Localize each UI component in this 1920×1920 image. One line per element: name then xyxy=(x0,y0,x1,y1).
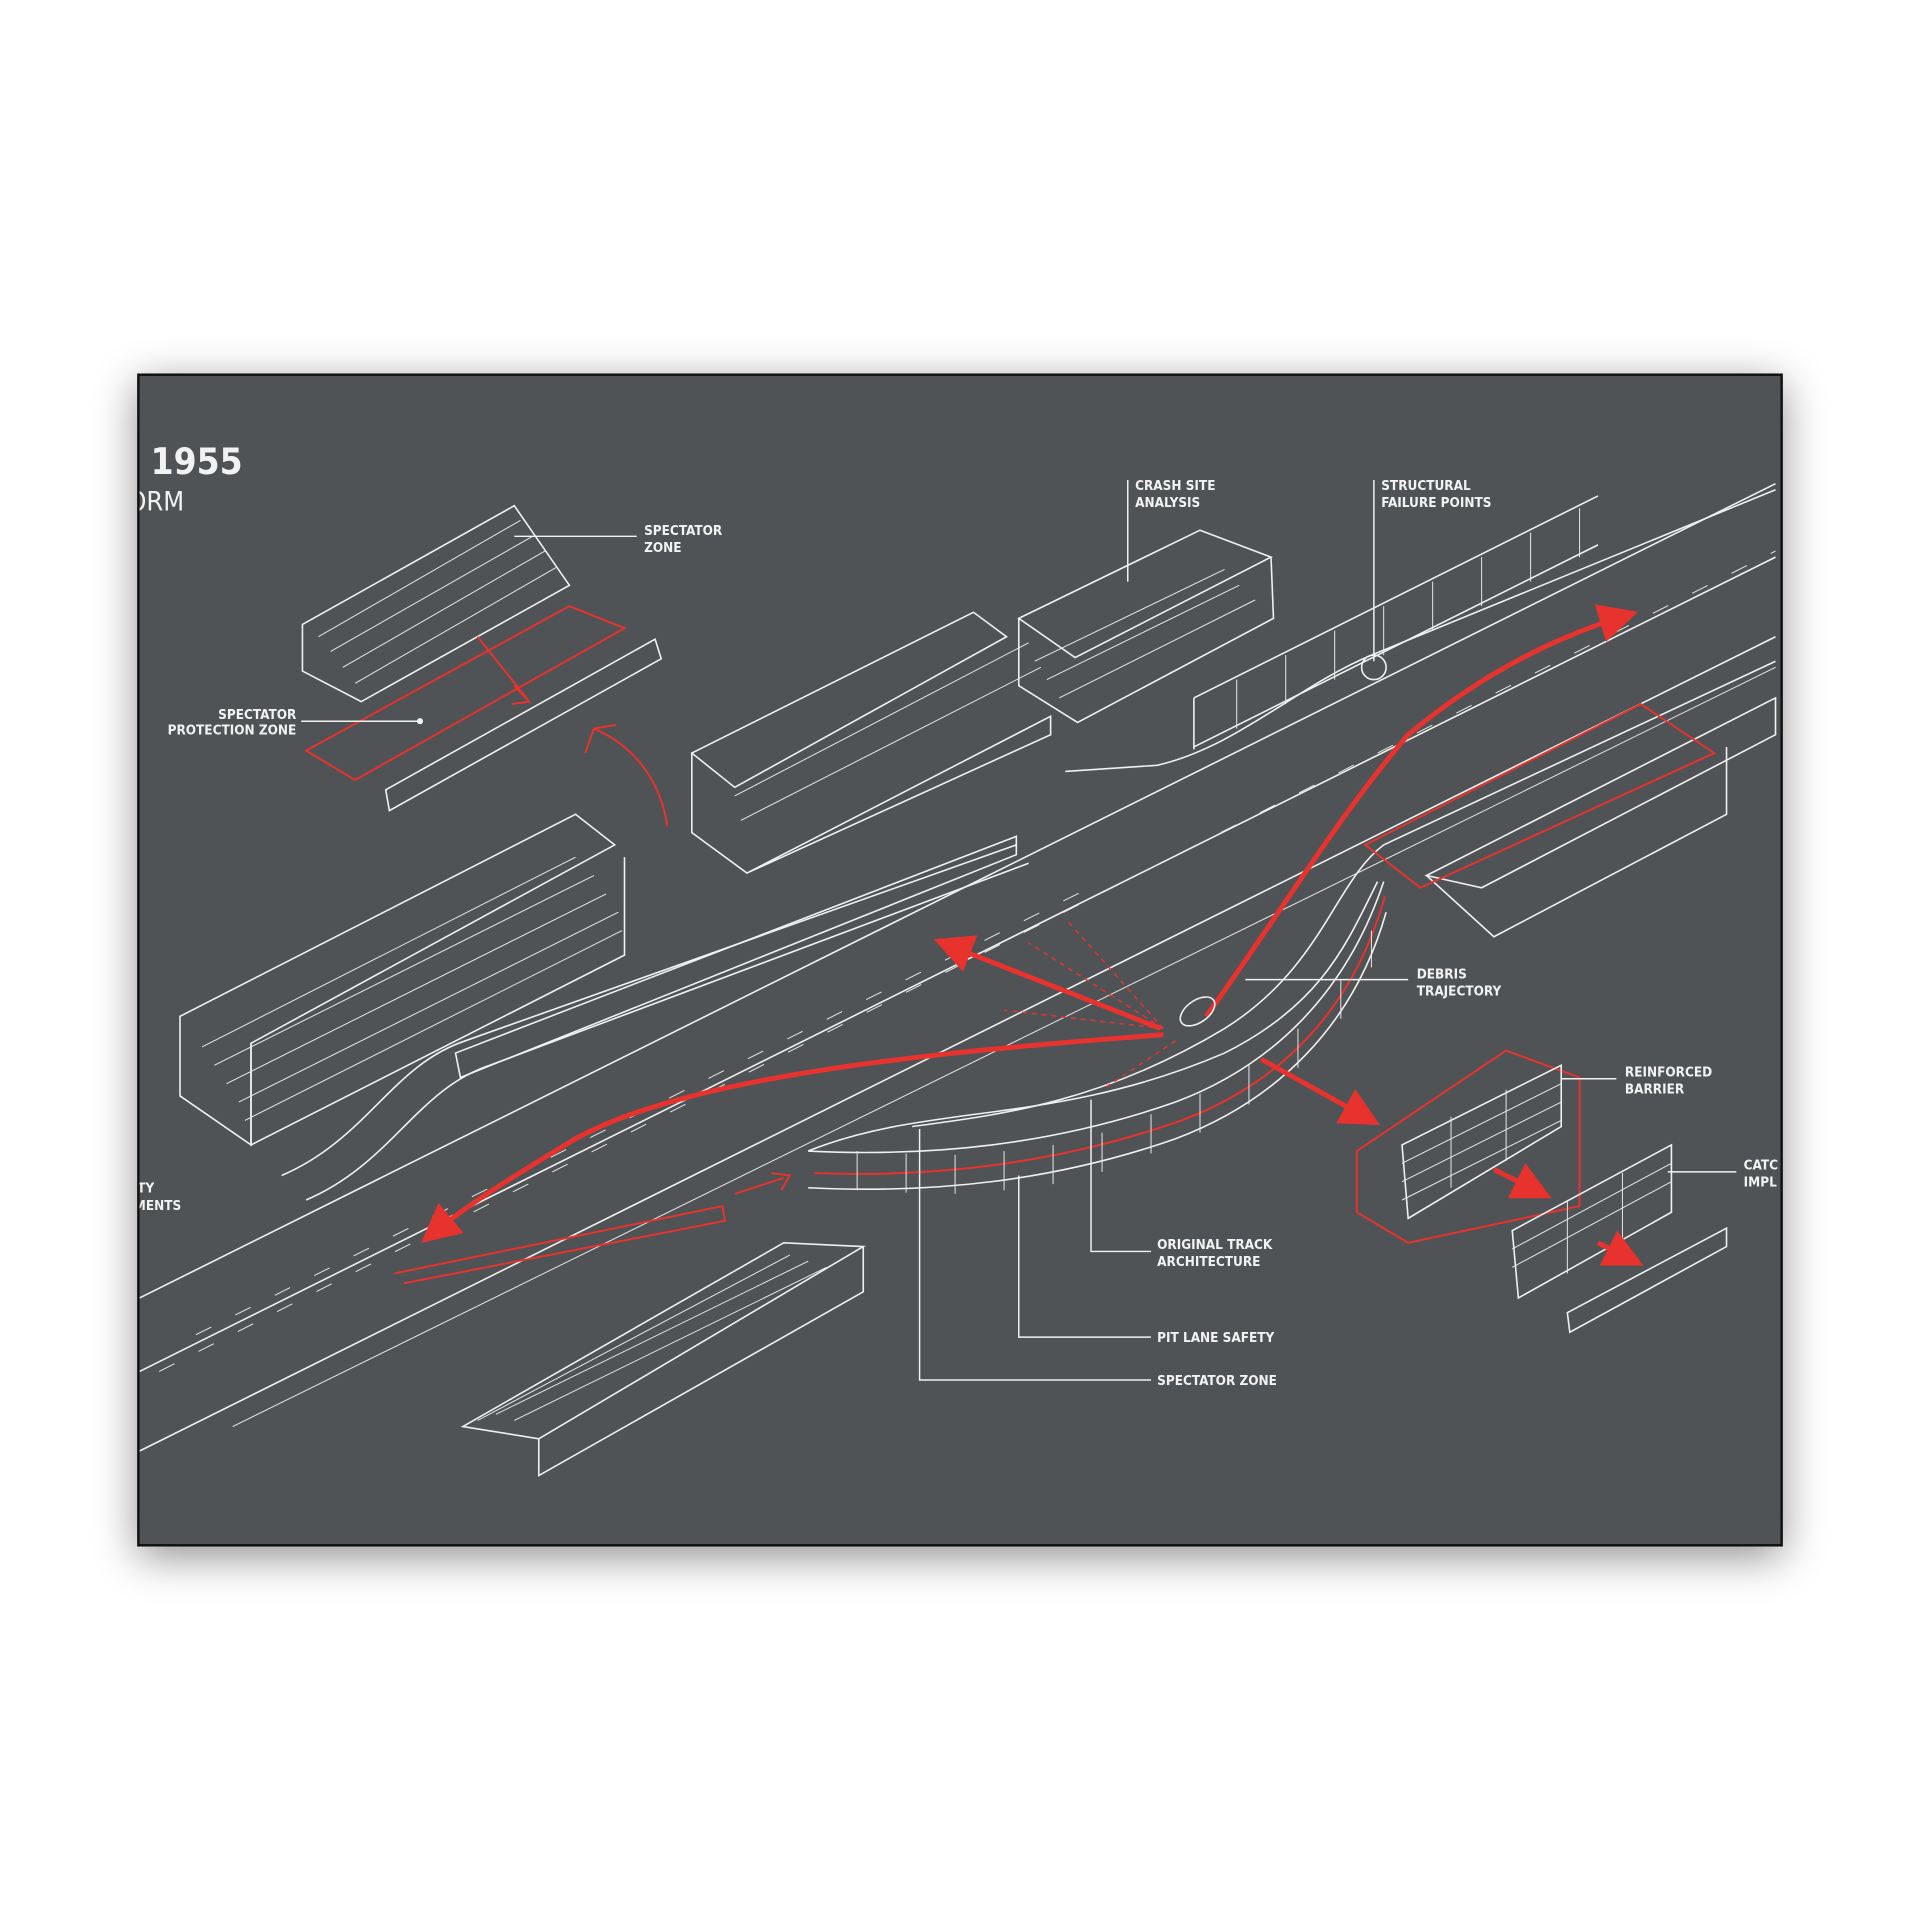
label-spectator-zone-bottom: SPECTATOR ZONE xyxy=(1157,1374,1277,1389)
curved-barrier xyxy=(808,881,1387,1194)
label-spectator-protection-2: PROTECTION ZONE xyxy=(168,724,297,739)
grandstand-large-left xyxy=(179,813,626,1147)
label-left-fragment-1: TY xyxy=(137,1182,154,1197)
label-spectator-protection-1: SPECTATOR xyxy=(218,708,297,723)
reinforced-barrier xyxy=(1401,1064,1563,1220)
label-pit-lane-safety: PIT LANE SAFETY xyxy=(1157,1331,1274,1346)
label-spectator-zone-top-1: SPECTATOR xyxy=(644,524,723,539)
label-crash-site-1: CRASH SITE xyxy=(1135,479,1215,494)
label-original-track-2: ARCHITECTURE xyxy=(1157,1255,1260,1270)
label-structural-1: STRUCTURAL xyxy=(1381,479,1471,494)
grandstand-top-left xyxy=(301,504,663,812)
label-debris-1: DEBRIS xyxy=(1417,967,1467,982)
label-left-fragment-2: MENTS xyxy=(134,1199,181,1214)
relocation-arrow xyxy=(584,723,669,827)
label-reinforced-1: REINFORCED xyxy=(1625,1065,1712,1080)
grandstand-bottom xyxy=(394,1204,866,1477)
protection-arrow xyxy=(476,636,531,706)
label-debris-2: TRAJECTORY xyxy=(1417,985,1502,1000)
label-catch-2: IMPL xyxy=(1744,1176,1777,1191)
label-original-track-1: ORIGINAL TRACK xyxy=(1157,1238,1273,1253)
fence-structural xyxy=(1193,495,1599,750)
label-reinforced-2: BARRIER xyxy=(1625,1082,1685,1097)
title-subtitle: ORM xyxy=(127,487,184,518)
leader-lines xyxy=(301,480,1737,1381)
pit-building xyxy=(454,611,1052,1079)
label-spectator-zone-top-2: ZONE xyxy=(644,541,681,556)
grandstand-crash-site xyxy=(1017,529,1275,724)
title-year: 1955 xyxy=(151,440,243,483)
reinforced-barrier-zone xyxy=(1355,1049,1581,1244)
label-crash-site-2: ANALYSIS xyxy=(1135,496,1200,511)
crashed-car xyxy=(1179,996,1216,1027)
poster-background xyxy=(137,373,1783,1547)
bottom-arrow xyxy=(734,1172,792,1195)
label-catch-1: CATC xyxy=(1744,1158,1778,1173)
spectator-protection-zone-outline xyxy=(304,605,627,782)
debris-trajectories xyxy=(421,604,1644,1266)
label-structural-2: FAILURE POINTS xyxy=(1381,496,1491,511)
grandstand-right xyxy=(1363,696,1777,938)
catch-barrier xyxy=(1511,1143,1728,1334)
